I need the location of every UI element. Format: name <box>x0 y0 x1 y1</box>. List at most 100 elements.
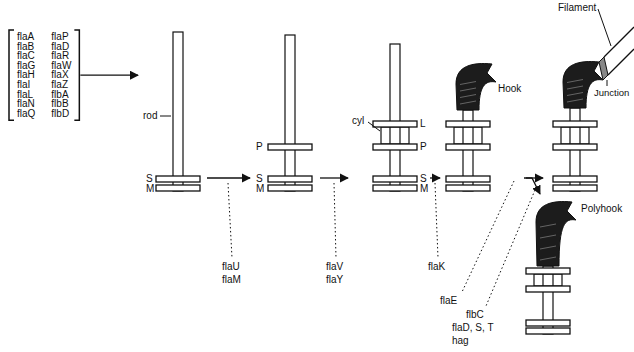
gene-name: flaC <box>17 51 35 61</box>
gene-label: hag <box>452 336 469 346</box>
hook-shape <box>456 64 496 110</box>
cylinder-shape <box>381 127 409 144</box>
rod-shape <box>390 44 400 191</box>
gene-name: flaZ <box>51 80 71 90</box>
hook-shape <box>563 62 603 108</box>
cylinder-shape <box>561 127 589 144</box>
ring-disc <box>553 144 597 150</box>
hook-shading <box>540 224 556 227</box>
part-label: Hook <box>498 84 521 94</box>
ring-disc <box>446 185 490 191</box>
rod-shape <box>570 127 580 144</box>
assembly-stage: Polyhook <box>510 194 624 340</box>
hook-shape <box>536 202 576 266</box>
ring-disc <box>526 328 570 334</box>
ring-disc <box>268 144 312 150</box>
ring-disc <box>526 320 570 326</box>
ring-disc <box>526 268 570 274</box>
hook-shading <box>460 82 476 85</box>
flagellar-structure <box>156 32 200 191</box>
gene-name: flaP <box>51 32 71 42</box>
rod-shape <box>173 32 183 191</box>
gene-label: flbC <box>466 310 484 320</box>
rod-shape <box>390 127 400 144</box>
gene-name: flaQ <box>17 109 35 119</box>
dotted-leader <box>334 183 336 258</box>
assembly-arrow <box>207 177 250 178</box>
dotted-leader <box>435 183 438 258</box>
part-label: S <box>146 174 153 184</box>
gene-label: flaY <box>326 275 343 285</box>
hook-shading <box>567 80 583 83</box>
junction-band <box>599 57 608 80</box>
gene-label: flaK <box>428 262 445 272</box>
leader-line <box>607 80 608 86</box>
part-label: Filament <box>558 3 596 13</box>
flagellar-structure <box>373 44 417 191</box>
hook-shading <box>460 95 476 98</box>
ring-disc <box>373 121 417 127</box>
assembly-stage: rodSM <box>140 28 205 196</box>
dotted-leader <box>462 181 514 292</box>
gene-name: flaA <box>17 32 35 42</box>
bracket <box>74 30 79 120</box>
gene-name: flaW <box>51 61 71 71</box>
ring-disc <box>553 185 597 191</box>
gene-name: flaL <box>17 90 35 100</box>
flagellar-structure <box>553 62 603 191</box>
ring-disc <box>446 176 490 182</box>
rod-shape <box>543 274 553 286</box>
flagellar-structure <box>268 35 312 191</box>
part-label: Junction <box>594 88 629 98</box>
assembly-stage: Hook <box>442 58 524 196</box>
leader-line <box>368 122 380 131</box>
part-label: L <box>420 119 426 129</box>
part-label: S <box>256 174 263 184</box>
flagellar-structure <box>446 64 496 191</box>
gene-name: flbB <box>51 99 71 109</box>
rod-shape <box>463 127 473 144</box>
filament-edge <box>604 27 634 57</box>
ring-disc <box>373 176 417 182</box>
assembly-arrow <box>80 75 138 76</box>
gene-name: flaD <box>51 42 71 52</box>
leader-line <box>160 116 171 117</box>
assembly-stage: PSM <box>252 30 318 196</box>
ring-disc <box>268 185 312 191</box>
assembly-stage: cylLPSM <box>350 40 428 196</box>
assembly-stage: FilamentJunction <box>545 0 634 196</box>
assembly-arrow <box>524 178 540 194</box>
ring-disc <box>526 286 570 292</box>
gene-label: flaD, S, T <box>452 323 494 333</box>
cylinder-shape <box>454 127 482 144</box>
gene-name: flaH <box>17 70 35 80</box>
rod-shape <box>285 35 295 191</box>
ring-disc <box>446 121 490 127</box>
gene-label: flaV <box>326 262 343 272</box>
gene-name: flaR <box>51 51 71 61</box>
gene-grid: flaAflaPflaBflaDflaCflaRflaGflaWflaHflaX… <box>10 31 78 119</box>
part-label: S <box>420 174 427 184</box>
gene-name: flaX <box>51 70 71 80</box>
hook-shading <box>567 93 583 96</box>
filament <box>599 27 634 80</box>
gene-label: flaM <box>222 275 241 285</box>
part-label: Polyhook <box>581 204 622 214</box>
hook-shading <box>567 86 583 89</box>
ring-disc <box>156 176 200 182</box>
part-label: rod <box>143 111 157 121</box>
hook-shading <box>567 99 583 102</box>
flagellar-structure <box>526 202 576 334</box>
assembly-arrow <box>430 177 440 178</box>
assembly-arrow <box>320 177 348 178</box>
dotted-leader <box>228 183 232 258</box>
part-label: M <box>256 184 264 194</box>
gene-name: flbA <box>51 90 71 100</box>
dotted-leader <box>486 190 535 306</box>
ring-disc <box>268 176 312 182</box>
part-label: P <box>420 142 427 152</box>
part-label: cyl <box>352 116 364 126</box>
gene-name: flaB <box>17 42 35 52</box>
